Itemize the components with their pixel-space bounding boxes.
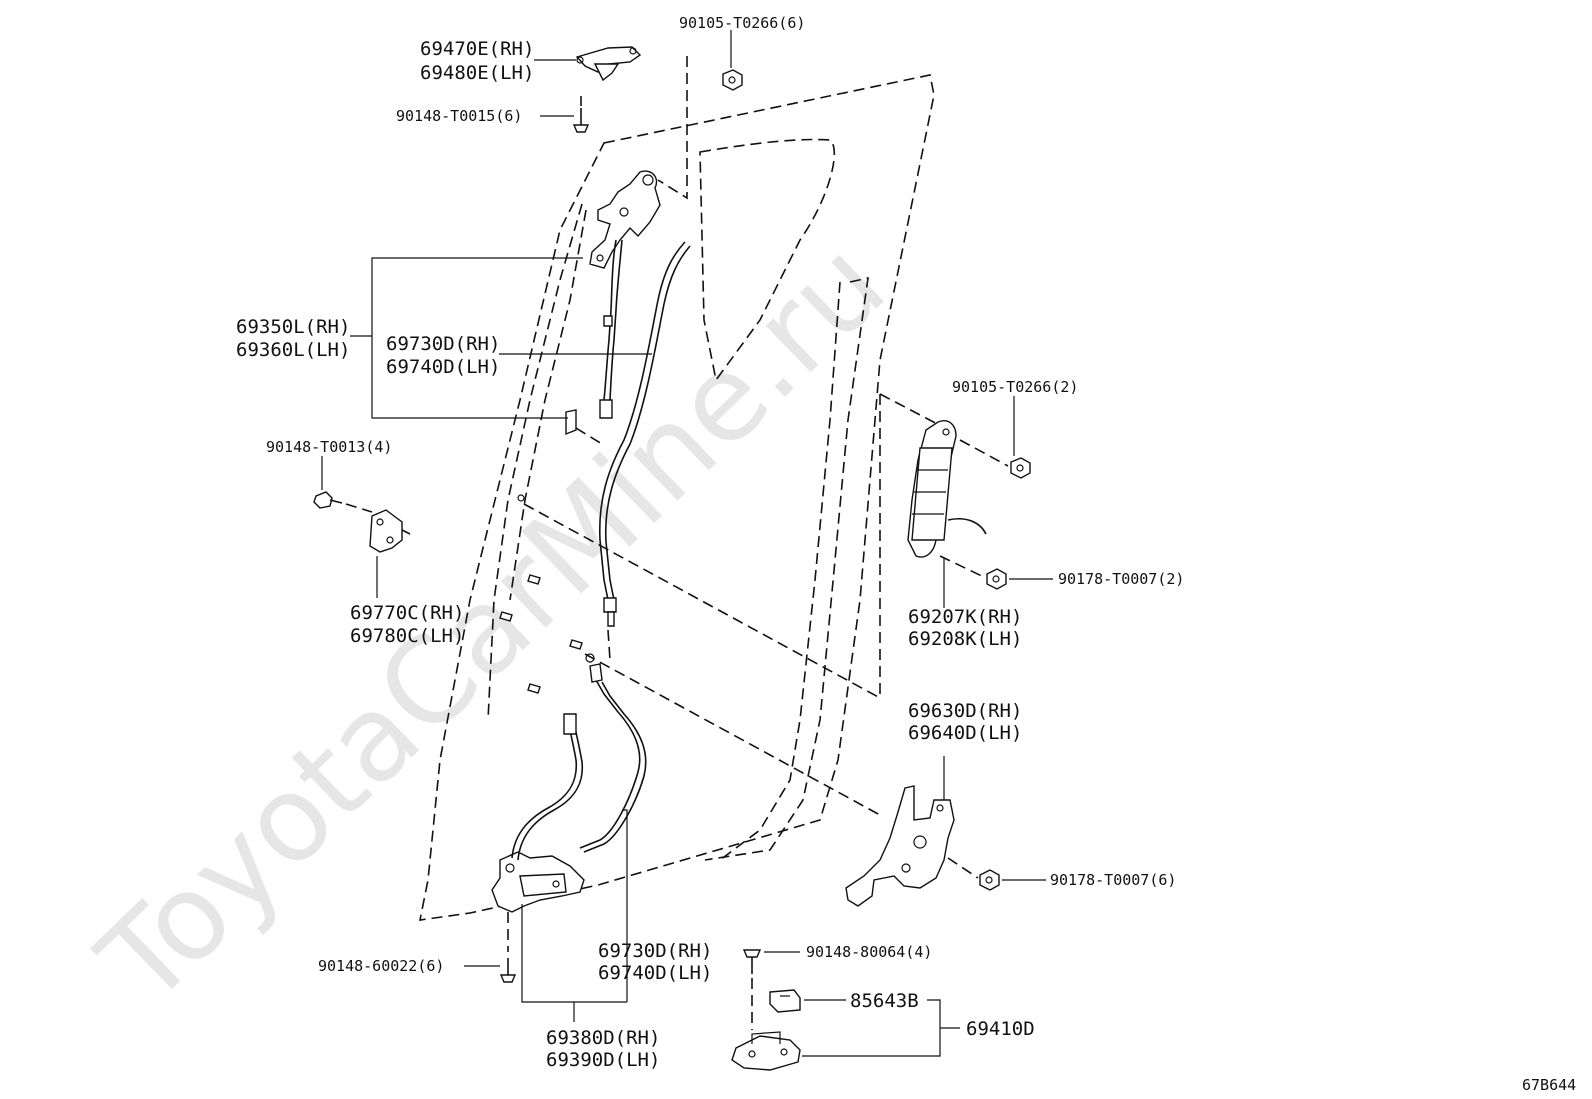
label-69740D-LH-top: 69740D(LH) — [386, 356, 500, 378]
label-69640D-LH: 69640D(LH) — [908, 722, 1022, 744]
label-90148-80064: 90148-80064(4) — [806, 943, 932, 961]
label-69730D-RH-bottom: 69730D(RH) — [598, 940, 712, 962]
label-90105-T0266-right: 90105-T0266(2) — [952, 378, 1078, 396]
nut-icon — [986, 568, 1007, 590]
label-69730D-RH-top: 69730D(RH) — [386, 333, 500, 355]
lower-latch-icon — [491, 851, 585, 913]
rear-lock-icon — [845, 785, 955, 907]
door-pins — [499, 494, 583, 694]
clip-icon — [369, 509, 411, 553]
label-69380D-RH: 69380D(RH) — [546, 1027, 660, 1049]
label-69360L-LH: 69360L(LH) — [236, 339, 350, 361]
label-69410D: 69410D — [966, 1018, 1035, 1040]
diagram-code: 67B644 — [1522, 1076, 1576, 1094]
label-69740D-LH-bottom: 69740D(LH) — [598, 962, 712, 984]
label-69630D-RH: 69630D(RH) — [908, 700, 1022, 722]
label-69770C-RH: 69770C(RH) — [350, 602, 464, 624]
label-69208K-LH: 69208K(LH) — [908, 628, 1022, 650]
label-69350L-RH: 69350L(RH) — [236, 316, 350, 338]
bolt-icon — [1010, 457, 1031, 479]
screw-icon — [572, 108, 590, 133]
spacer-icon — [769, 989, 801, 1013]
label-69390D-LH: 69390D(LH) — [546, 1049, 660, 1071]
label-69780C-LH: 69780C(LH) — [350, 625, 464, 647]
screw-icon — [742, 949, 762, 974]
screw-icon — [313, 491, 343, 509]
label-90178-T0007-6: 90178-T0007(6) — [1050, 871, 1176, 889]
bolt-icon — [722, 69, 743, 91]
label-85643B: 85643B — [850, 990, 919, 1012]
label-90105-T0266-top: 90105-T0266(6) — [679, 14, 805, 32]
screw-icon — [499, 958, 517, 983]
label-90148-T0013: 90148-T0013(4) — [266, 438, 392, 456]
outside-handle-icon — [907, 420, 987, 558]
label-90178-T0007-2: 90178-T0007(2) — [1058, 570, 1184, 588]
label-90148-60022: 90148-60022(6) — [318, 957, 444, 975]
hinge-bracket-icon — [575, 46, 642, 82]
label-69480E-LH: 69480E(LH) — [420, 62, 534, 84]
label-90148-T0015: 90148-T0015(6) — [396, 107, 522, 125]
upper-lock-icon — [589, 170, 661, 269]
nut-icon — [979, 869, 1000, 891]
label-69470E-RH: 69470E(RH) — [420, 38, 534, 60]
striker-icon — [731, 1031, 801, 1071]
label-69207K-RH: 69207K(RH) — [908, 606, 1022, 628]
